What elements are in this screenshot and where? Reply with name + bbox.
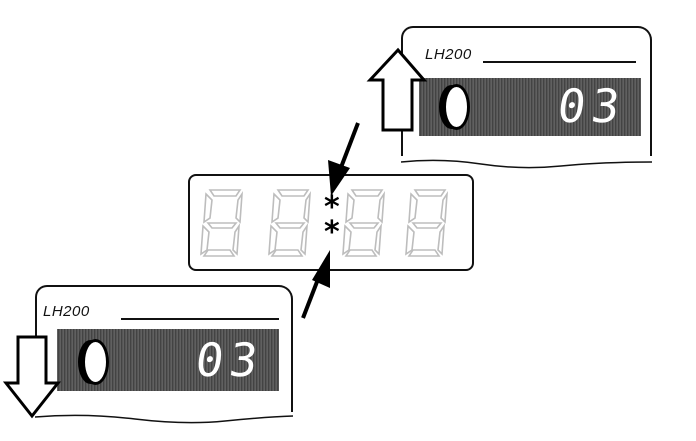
- lh200-card-bottom: LH200 03: [35, 285, 293, 424]
- card-label: LH200: [43, 303, 90, 320]
- asterisk-upper: *: [324, 190, 340, 225]
- pointer-arrow-icon: [328, 122, 360, 196]
- segment-digits: [200, 189, 449, 257]
- digit-1: [200, 189, 244, 257]
- card-label: LH200: [425, 46, 472, 63]
- digit-3: [342, 189, 386, 257]
- torn-edge: [401, 156, 652, 169]
- torn-edge: [35, 412, 293, 424]
- arrow-up-icon: [366, 47, 428, 132]
- digit-4: [405, 189, 449, 257]
- lcd-display: 03: [419, 78, 641, 136]
- lh200-card-top: LH200 03: [401, 26, 652, 169]
- lcd-display: 03: [57, 329, 279, 391]
- card-label-line: [483, 61, 636, 63]
- knob-icon: [82, 339, 109, 385]
- card-label-line: [121, 318, 279, 320]
- knob-icon: [443, 84, 470, 130]
- pointer-arrow-icon: [301, 250, 330, 319]
- arrow-down-icon: [2, 335, 62, 419]
- asterisk-lower: *: [324, 215, 340, 250]
- digit-2: [268, 189, 312, 257]
